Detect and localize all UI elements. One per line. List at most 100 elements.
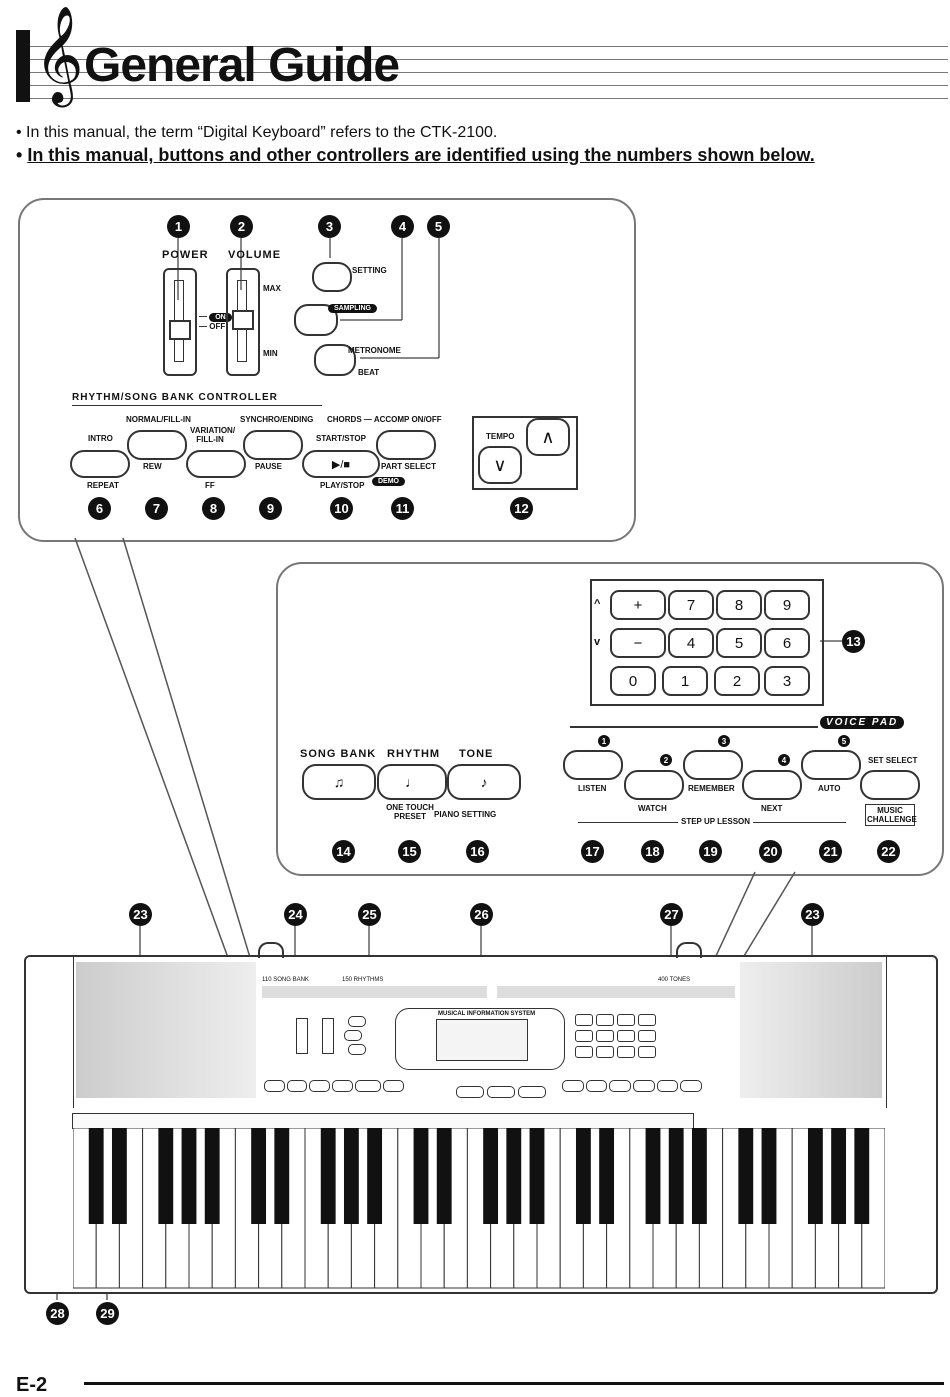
black-key[interactable] [761, 1128, 777, 1224]
beat-label: BEAT [358, 368, 380, 377]
tempo-up-button[interactable]: ∧ [526, 418, 570, 456]
black-key[interactable] [343, 1128, 359, 1224]
callout-number: 26 [470, 903, 493, 926]
mini-power-switch [296, 1018, 308, 1054]
callout-number: 14 [332, 840, 355, 863]
auto-label: AUTO [818, 784, 841, 793]
piano-keys [73, 1128, 885, 1289]
voice-pad-number: 2 [660, 754, 672, 766]
black-key[interactable] [599, 1128, 615, 1224]
setting-label: SETTING [352, 266, 387, 275]
keypad-key[interactable]: 5 [716, 628, 762, 658]
staff-line [30, 46, 948, 47]
demo-label: DEMO [372, 477, 405, 486]
black-key[interactable] [204, 1128, 220, 1224]
black-key[interactable] [436, 1128, 452, 1224]
normal-fill-in-button[interactable] [127, 430, 187, 460]
callout-number: 1 [167, 215, 190, 238]
keypad-key[interactable]: 2 [714, 666, 760, 696]
black-key[interactable] [691, 1128, 707, 1224]
keypad-key[interactable]: 6 [764, 628, 810, 658]
black-key[interactable] [251, 1128, 267, 1224]
keypad-key[interactable]: 8 [716, 590, 762, 620]
chevron-up-icon: ∧ [541, 426, 555, 447]
metronome-button[interactable] [314, 344, 356, 376]
mini-setting-button [348, 1016, 366, 1027]
callout-number: 4 [391, 215, 414, 238]
black-key[interactable] [413, 1128, 429, 1224]
black-key[interactable] [807, 1128, 823, 1224]
volume-slider[interactable] [226, 268, 260, 376]
down-label: v [594, 636, 601, 648]
black-key[interactable] [854, 1128, 870, 1224]
callout-number: 23 [129, 903, 152, 926]
keypad-key[interactable]: 4 [668, 628, 714, 658]
keypad-key[interactable]: 7 [668, 590, 714, 620]
ff-label: FF [205, 481, 215, 490]
sampling-button[interactable] [294, 304, 338, 336]
black-key[interactable] [506, 1128, 522, 1224]
sampling-label: SAMPLING [328, 304, 377, 313]
tempo-label: TEMPO [486, 432, 515, 441]
power-switch[interactable] [163, 268, 197, 376]
start-stop-button[interactable]: ▶/■ [302, 450, 380, 478]
black-key[interactable] [88, 1128, 104, 1224]
up-label: ^ [594, 598, 601, 610]
black-key[interactable] [158, 1128, 174, 1224]
lcd-display [436, 1019, 528, 1061]
page-title: General Guide [84, 39, 400, 92]
rhythm-button[interactable]: ♩ [377, 764, 447, 800]
listen-button[interactable] [563, 750, 623, 780]
accomp-on-off-button[interactable] [376, 430, 436, 460]
callout-number: 15 [398, 840, 421, 863]
black-key[interactable] [645, 1128, 661, 1224]
keypad-key[interactable]: + [610, 590, 666, 620]
black-key[interactable] [181, 1128, 197, 1224]
keypad-key[interactable]: 9 [764, 590, 810, 620]
black-key[interactable] [668, 1128, 684, 1224]
tempo-down-button[interactable]: ∨ [478, 446, 522, 484]
part-select-label: PART SELECT [381, 462, 436, 471]
callout-number: 12 [510, 497, 533, 520]
black-key[interactable] [831, 1128, 847, 1224]
synchro-ending-button[interactable] [243, 430, 303, 460]
tone-list-strip [497, 986, 735, 998]
voice-pad-divider [570, 726, 818, 728]
auto-button[interactable] [801, 750, 861, 780]
key-label-strip [72, 1113, 694, 1129]
music-stand-slot [676, 942, 702, 958]
black-key[interactable] [111, 1128, 127, 1224]
tone-count-label: 400 TONES [658, 977, 691, 983]
set-select-button[interactable] [860, 770, 920, 800]
next-label: NEXT [761, 804, 783, 813]
next-button[interactable] [742, 770, 802, 800]
black-key[interactable] [529, 1128, 545, 1224]
setting-button[interactable] [312, 262, 352, 292]
speaker-left [76, 962, 256, 1098]
callout-number: 19 [699, 840, 722, 863]
watch-button[interactable] [624, 770, 684, 800]
black-key[interactable] [320, 1128, 336, 1224]
pause-label: PAUSE [255, 462, 282, 471]
black-key[interactable] [274, 1128, 290, 1224]
callout-number: 9 [259, 497, 282, 520]
keypad-key[interactable]: − [610, 628, 666, 658]
intro-button[interactable] [70, 450, 130, 478]
callout-number: 3 [318, 215, 341, 238]
chords-accomp-label: CHORDS — ACCOMP ON/OFF [327, 415, 442, 424]
keypad-key[interactable]: 0 [610, 666, 656, 696]
staff-line [30, 72, 948, 73]
keypad-key[interactable]: 1 [662, 666, 708, 696]
keypad-key[interactable]: 3 [764, 666, 810, 696]
callout-number: 21 [819, 840, 842, 863]
tone-button[interactable]: ♪ [447, 764, 521, 800]
song-bank-button[interactable]: ♫ [302, 764, 376, 800]
mis-label: MUSICAL INFORMATION SYSTEM [438, 1011, 536, 1017]
callout-number: 8 [202, 497, 225, 520]
black-key[interactable] [483, 1128, 499, 1224]
remember-button[interactable] [683, 750, 743, 780]
variation-fill-in-button[interactable] [186, 450, 246, 478]
black-key[interactable] [575, 1128, 591, 1224]
black-key[interactable] [738, 1128, 754, 1224]
black-key[interactable] [367, 1128, 383, 1224]
